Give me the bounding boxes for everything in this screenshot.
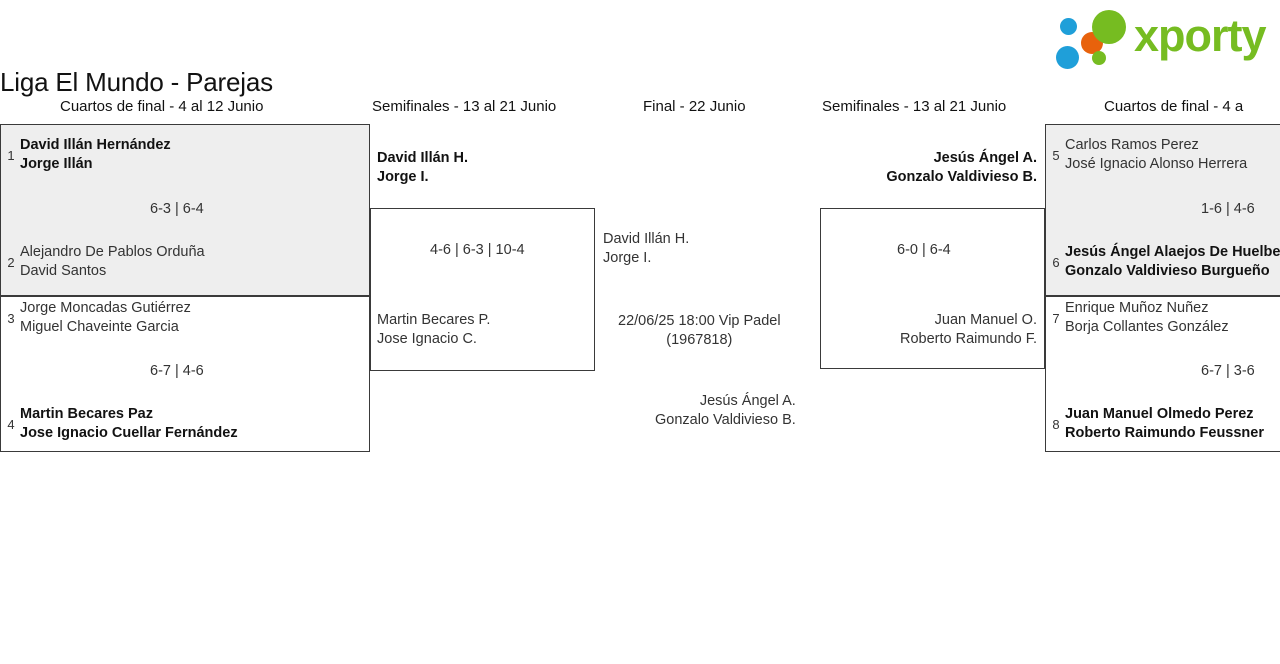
entrant-final-top[interactable]: David Illán H. Jorge I. bbox=[603, 230, 689, 268]
team-names: Jesús Ángel A. Gonzalo Valdivieso B. bbox=[655, 392, 796, 430]
seed-number: 3 bbox=[7, 311, 15, 326]
final-datetime-venue: 22/06/25 18:00 Vip Padel bbox=[618, 313, 781, 329]
team-names: David Illán H. Jorge I. bbox=[377, 149, 468, 187]
match-box-quarterfinal-4[interactable] bbox=[1045, 296, 1280, 452]
score-sf1: 4-6 | 6-3 | 10-4 bbox=[430, 242, 525, 258]
player-name: Jesús Ángel Alaejos De Huelbes bbox=[1065, 244, 1280, 260]
player-name: Jesús Ángel A. bbox=[933, 150, 1037, 166]
entrant-final-bottom[interactable]: Jesús Ángel A. Gonzalo Valdivieso B. bbox=[655, 392, 796, 430]
player-name: Jesús Ángel A. bbox=[699, 393, 796, 409]
seed-number: 6 bbox=[1052, 255, 1060, 270]
player-name: Enrique Muñoz Nuñez bbox=[1065, 300, 1209, 316]
player-name: David Illán H. bbox=[603, 231, 690, 247]
logo-wordmark: xporty bbox=[1134, 10, 1267, 61]
score-qf3: 1-6 | 4-6 bbox=[1201, 201, 1255, 217]
player-name: David Illán Hernández bbox=[20, 137, 171, 153]
round-header-semifinals-right: Semifinales - 13 al 21 Junio bbox=[822, 98, 1007, 115]
round-header-quarterfinals-left: Cuartos de final - 4 al 12 Junio bbox=[60, 98, 264, 115]
team-names: Enrique Muñoz Nuñez Borja Collantes Gonz… bbox=[1065, 299, 1229, 337]
player-name: Roberto Raimundo Feussner bbox=[1065, 425, 1264, 441]
player-name: Jorge Illán bbox=[20, 156, 93, 172]
score-qf1: 6-3 | 6-4 bbox=[150, 201, 204, 217]
round-header-final: Final - 22 Junio bbox=[643, 98, 746, 115]
entrant-qf1-bottom[interactable]: 2 Alejandro De Pablos Orduña David Santo… bbox=[2, 243, 205, 281]
player-name: Jose Ignacio Cuellar Fernández bbox=[20, 425, 238, 441]
match-box-semifinal-1[interactable] bbox=[370, 208, 595, 371]
match-box-quarterfinal-3[interactable] bbox=[1045, 124, 1280, 296]
team-names: Jesús Ángel Alaejos De Huelbes Gonzalo V… bbox=[1065, 243, 1280, 281]
player-name: Carlos Ramos Perez bbox=[1065, 137, 1199, 153]
player-name: David Illán H. bbox=[377, 150, 469, 166]
player-name: Juan Manuel O. bbox=[934, 312, 1037, 328]
entrant-qf2-top[interactable]: 3 Jorge Moncadas Gutiérrez Miguel Chavei… bbox=[2, 299, 191, 337]
match-box-quarterfinal-1[interactable] bbox=[0, 124, 370, 296]
player-name: David Santos bbox=[20, 263, 107, 279]
score-qf2: 6-7 | 4-6 bbox=[150, 363, 204, 379]
player-name: Miguel Chaveinte Garcia bbox=[20, 319, 179, 335]
player-name: Jorge I. bbox=[377, 169, 429, 185]
player-name: Gonzalo Valdivieso B. bbox=[655, 412, 796, 428]
team-names: Martin Becares P. Jose Ignacio C. bbox=[377, 311, 490, 349]
title-line-1: Liga El Mundo - Parejas bbox=[0, 67, 273, 97]
logo-dot-blue-small bbox=[1060, 18, 1077, 35]
entrant-sf1-bottom[interactable]: Martin Becares P. Jose Ignacio C. bbox=[377, 311, 490, 349]
score-sf2: 6-0 | 6-4 bbox=[897, 242, 951, 258]
player-name: Jose Ignacio C. bbox=[377, 331, 477, 347]
entrant-qf2-bottom[interactable]: 4 Martin Becares Paz Jose Ignacio Cuella… bbox=[2, 405, 238, 443]
team-names: Carlos Ramos Perez José Ignacio Alonso H… bbox=[1065, 136, 1247, 174]
final-schedule-info: 22/06/25 18:00 Vip Padel (1967818) bbox=[618, 312, 781, 350]
player-name: Martin Becares Paz bbox=[20, 406, 153, 422]
seed-number: 5 bbox=[1052, 148, 1060, 163]
match-box-quarterfinal-2[interactable] bbox=[0, 296, 370, 452]
seed-number: 1 bbox=[7, 148, 15, 163]
seed-number: 2 bbox=[7, 255, 15, 270]
seed-number: 7 bbox=[1052, 311, 1060, 326]
team-names: Alejandro De Pablos Orduña David Santos bbox=[20, 243, 205, 281]
entrant-qf1-top[interactable]: 1 David Illán Hernández Jorge Illán bbox=[2, 136, 171, 174]
player-name: Gonzalo Valdivieso Burgueño bbox=[1065, 263, 1270, 279]
player-name: Roberto Raimundo F. bbox=[899, 331, 1037, 347]
entrant-qf4-bottom[interactable]: 8 Juan Manuel Olmedo Perez Roberto Raimu… bbox=[1047, 405, 1264, 443]
player-name: Jorge I. bbox=[603, 250, 652, 266]
entrant-sf2-bottom[interactable]: Juan Manuel O. Roberto Raimundo F. bbox=[900, 311, 1037, 349]
page-header: Liga El Mundo - Parejas Final Six - Grup… bbox=[0, 0, 1280, 193]
team-names: Martin Becares Paz Jose Ignacio Cuellar … bbox=[20, 405, 238, 443]
team-names: David Illán Hernández Jorge Illán bbox=[20, 136, 171, 174]
score-qf4: 6-7 | 3-6 bbox=[1201, 363, 1255, 379]
player-name: Jorge Moncadas Gutiérrez bbox=[20, 300, 191, 316]
logo-dot-green-small bbox=[1092, 51, 1106, 65]
player-name: Juan Manuel Olmedo Perez bbox=[1065, 406, 1254, 422]
logo-dot-green-large bbox=[1092, 10, 1126, 44]
final-match-id: (1967818) bbox=[666, 332, 733, 348]
logo-dot-blue-large bbox=[1056, 46, 1079, 69]
entrant-sf1-top[interactable]: David Illán H. Jorge I. bbox=[377, 149, 468, 187]
match-box-semifinal-2[interactable] bbox=[820, 208, 1045, 369]
round-header-semifinals-left: Semifinales - 13 al 21 Junio bbox=[372, 98, 557, 115]
round-header-quarterfinals-right: Cuartos de final - 4 a bbox=[1104, 98, 1244, 115]
seed-number: 8 bbox=[1052, 417, 1060, 432]
team-names: David Illán H. Jorge I. bbox=[603, 230, 689, 268]
player-name: Borja Collantes González bbox=[1065, 319, 1229, 335]
entrant-qf4-top[interactable]: 7 Enrique Muñoz Nuñez Borja Collantes Go… bbox=[1047, 299, 1229, 337]
player-name: Alejandro De Pablos Orduña bbox=[20, 244, 205, 260]
team-names: Jesús Ángel A. Gonzalo Valdivieso B. bbox=[886, 149, 1037, 187]
player-name: Gonzalo Valdivieso B. bbox=[886, 169, 1037, 185]
team-names: Juan Manuel Olmedo Perez Roberto Raimund… bbox=[1065, 405, 1264, 443]
entrant-qf3-top[interactable]: 5 Carlos Ramos Perez José Ignacio Alonso… bbox=[1047, 136, 1247, 174]
team-names: Juan Manuel O. Roberto Raimundo F. bbox=[900, 311, 1037, 349]
team-names: Jorge Moncadas Gutiérrez Miguel Chaveint… bbox=[20, 299, 191, 337]
player-name: José Ignacio Alonso Herrera bbox=[1065, 156, 1248, 172]
entrant-sf2-top[interactable]: Jesús Ángel A. Gonzalo Valdivieso B. bbox=[886, 149, 1037, 187]
xporty-logo[interactable]: xporty bbox=[1048, 6, 1274, 69]
player-name: Martin Becares P. bbox=[377, 312, 491, 328]
seed-number: 4 bbox=[7, 417, 15, 432]
entrant-qf3-bottom[interactable]: 6 Jesús Ángel Alaejos De Huelbes Gonzalo… bbox=[1047, 243, 1280, 281]
